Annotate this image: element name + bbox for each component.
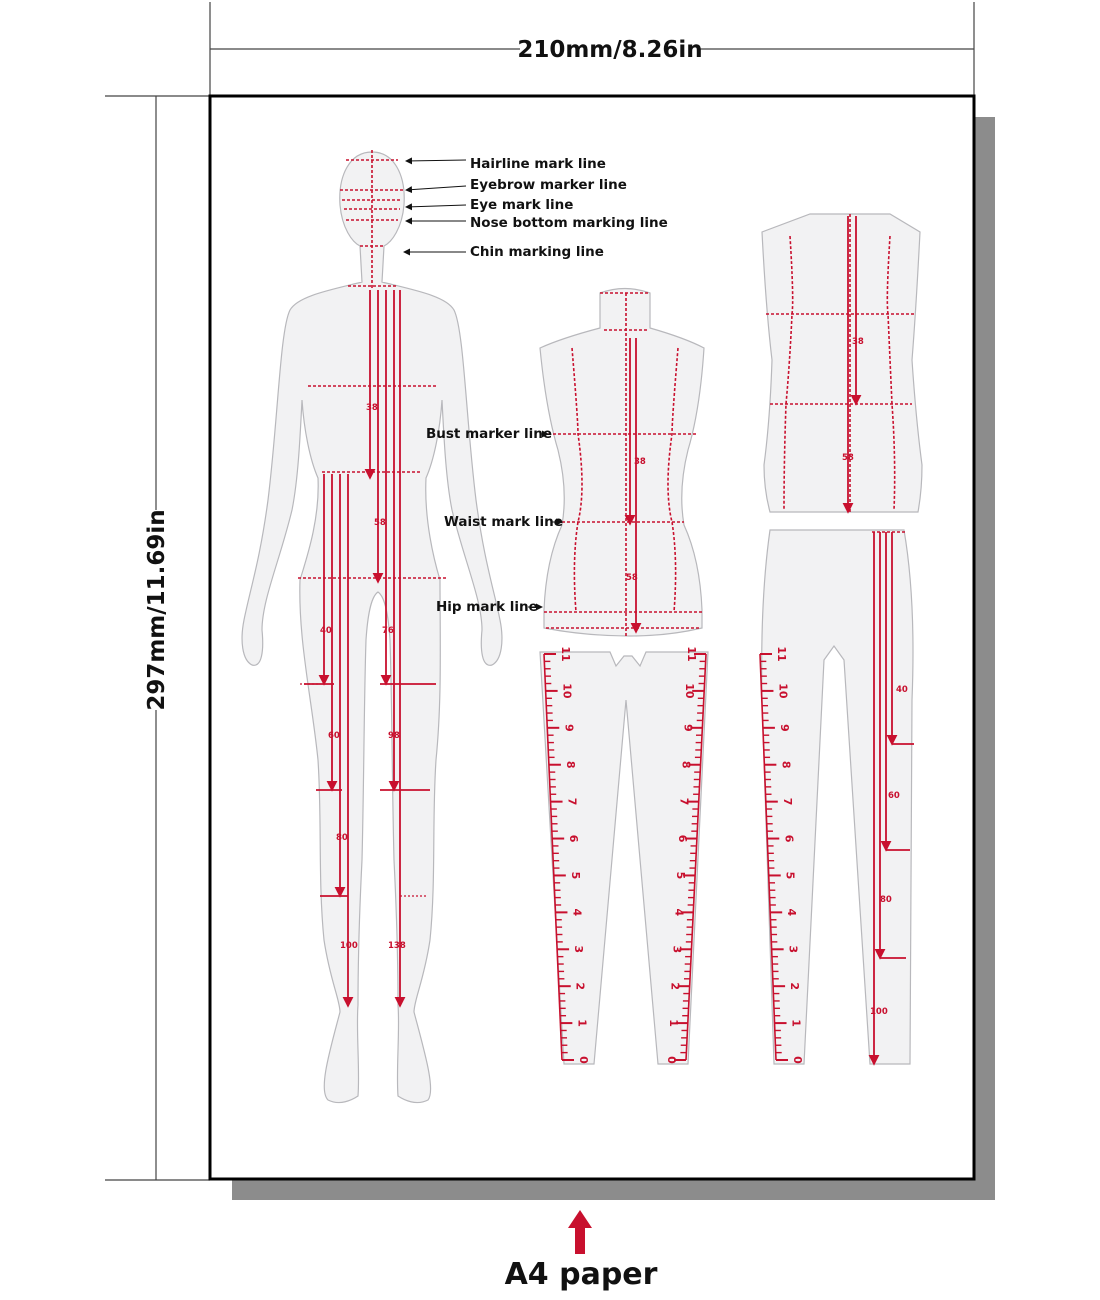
ruler-number: 1 — [790, 1019, 803, 1027]
body-number-40: 40 — [320, 626, 332, 636]
ruler-number: 5 — [569, 872, 582, 880]
ruler-number: 9 — [778, 724, 791, 732]
full-body-template: 38 58 40 76 60 98 80 100 138 — [241, 150, 503, 1104]
ruler-number: 4 — [672, 909, 685, 917]
chin-callout: Chin marking line — [470, 244, 604, 260]
head-callouts: Hairline mark line Eyebrow marker line E… — [403, 156, 668, 260]
waist-callout: Waist mark line — [444, 514, 563, 530]
torso-callouts: Bust marker line Waist mark line Hip mar… — [426, 426, 563, 615]
ruler-number: 3 — [787, 945, 800, 953]
ruler-number: 5 — [674, 872, 687, 880]
torso-number-58: 58 — [626, 573, 638, 583]
body-number-100: 100 — [340, 941, 358, 951]
body-number-98: 98 — [388, 731, 400, 741]
ruler-number: 9 — [562, 724, 575, 732]
ruler-number: 2 — [574, 982, 587, 990]
ruler-spine — [759, 653, 777, 1061]
torso-number-38: 38 — [634, 457, 646, 467]
ruler-number: 4 — [785, 909, 798, 917]
ruler-number: 10 — [561, 683, 574, 699]
up-arrow-icon — [568, 1210, 592, 1254]
torso-outline — [539, 287, 705, 637]
ruler-spine — [543, 653, 563, 1061]
ruler-number: 11 — [775, 646, 788, 661]
full-body-outline — [241, 151, 503, 1104]
ruler-number: 8 — [680, 761, 693, 769]
ruler-number: 10 — [776, 683, 789, 699]
body-number-76: 76 — [382, 626, 394, 636]
eye-callout: Eye mark line — [470, 197, 573, 213]
ruler-number: 2 — [669, 982, 682, 990]
ruler-number: 10 — [683, 683, 696, 699]
a4-paper-caption: A4 paper — [505, 1257, 658, 1292]
ruler-number: 0 — [665, 1056, 678, 1064]
height-dimension-label: 297mm/11.69in — [144, 509, 170, 710]
body-number-138: 138 — [388, 941, 406, 951]
body-number-38: 38 — [366, 403, 378, 413]
ruler-number: 7 — [678, 798, 691, 806]
vest-number-58: 58 — [842, 453, 854, 463]
ruler-number: 2 — [788, 982, 801, 990]
pants-number-80: 80 — [880, 895, 892, 905]
vest-template: 38 58 — [761, 213, 923, 514]
pants-number-100: 100 — [870, 1007, 888, 1017]
ruler-number: 0 — [791, 1056, 804, 1064]
pants-number-60: 60 — [888, 791, 900, 801]
ruler-number: 3 — [670, 945, 683, 953]
ruler-number: 11 — [685, 646, 698, 661]
eyebrow-callout: Eyebrow marker line — [470, 177, 627, 193]
ruler-number: 6 — [782, 835, 795, 843]
ruler-number: 4 — [570, 909, 583, 917]
ruler-number: 9 — [681, 724, 694, 732]
bust-callout: Bust marker line — [426, 426, 552, 442]
ruler-number: 7 — [781, 798, 794, 806]
body-number-80: 80 — [336, 833, 348, 843]
nose-bottom-callout: Nose bottom marking line — [470, 215, 668, 231]
ruler-number: 11 — [559, 646, 572, 661]
ruler-number: 6 — [676, 835, 689, 843]
pants-outline — [761, 529, 914, 1065]
hairline-callout: Hairline mark line — [470, 156, 606, 172]
ruler-number: 1 — [667, 1019, 680, 1027]
width-dimension-label: 210mm/8.26in — [517, 37, 702, 63]
ruler-number: 8 — [564, 761, 577, 769]
ruler-number: 1 — [575, 1019, 588, 1027]
ruler-number: 6 — [567, 835, 580, 843]
vest-outline — [761, 213, 923, 513]
body-number-60: 60 — [328, 731, 340, 741]
pants-number-40: 40 — [896, 685, 908, 695]
ruler-number: 5 — [784, 872, 797, 880]
ruler-number: 7 — [566, 798, 579, 806]
ruler-number: 0 — [577, 1056, 590, 1064]
torso-legs-outline — [539, 651, 709, 1065]
ruler-number: 8 — [779, 761, 792, 769]
vest-number-38: 38 — [852, 337, 864, 347]
ruler-number: 3 — [572, 945, 585, 953]
hip-callout: Hip mark line — [436, 599, 538, 615]
ruler-spine — [685, 653, 707, 1061]
body-number-58: 58 — [374, 518, 386, 528]
